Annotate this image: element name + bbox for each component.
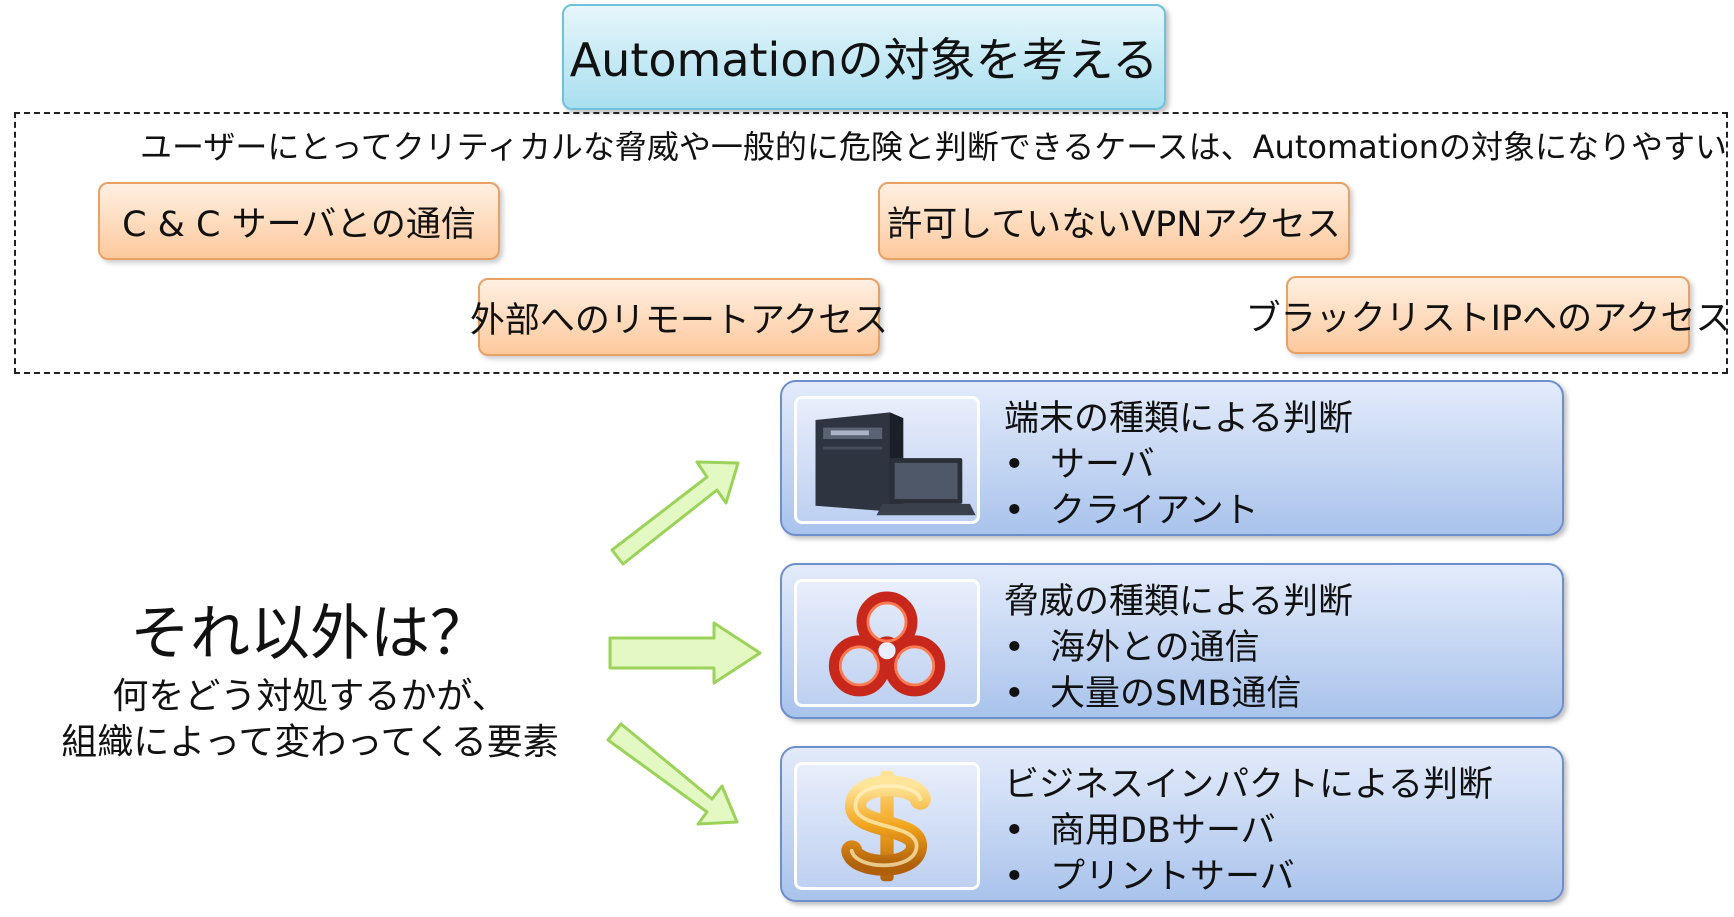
answer-line-1: 何をどう対処するかが、 — [112, 676, 508, 717]
card-threat-type: 脅威の種類による判断 • 海外との通信 • 大量のSMB通信 — [780, 563, 1564, 719]
card-device-type-item-2: • クライアント — [1004, 482, 1259, 533]
bullet: • — [1004, 811, 1025, 851]
case-blacklist-ip: ブラックリストIPへのアクセス — [1246, 276, 1730, 354]
card-business-impact-item-2: • プリントサーバ — [1004, 848, 1295, 899]
bullet: • — [1004, 857, 1025, 897]
case-cc-server: C & C サーバとの通信 — [98, 182, 500, 260]
card-device-type-item-2-text: クライアント — [1050, 491, 1259, 531]
other-cases-question: それ以外は？ — [130, 599, 490, 669]
card-business-impact-item-1: • 商用DBサーバ — [1004, 802, 1276, 853]
card-business-impact: ビジネスインパクトによる判断 • 商用DBサーバ • プリントサーバ — [780, 746, 1564, 902]
answer-line-2: 組織によって変わってくる要素 — [61, 722, 559, 763]
card-device-type-item-1: • サーバ — [1004, 436, 1155, 487]
card-device-type-item-1-text: サーバ — [1050, 445, 1155, 485]
card-threat-type-item-1-text: 海外との通信 — [1050, 628, 1260, 668]
case-unauthorized-vpn: 許可していないVPNアクセス — [878, 182, 1350, 260]
bullet: • — [1004, 491, 1025, 531]
card-device-type: 端末の種類による判断 • サーバ • クライアント — [780, 380, 1564, 536]
card-threat-type-heading: 脅威の種類による判断 — [1004, 582, 1353, 622]
card-business-impact-heading: ビジネスインパクトによる判断 — [1004, 765, 1493, 805]
arrow-down-right — [606, 722, 739, 826]
server-laptop-icon — [794, 396, 980, 524]
case-remote-access: 外部へのリモートアクセス — [470, 278, 888, 356]
automation-scope-caption: ユーザーにとってクリティカルな脅威や一般的に危険と判断できるケースは、Autom… — [140, 128, 1728, 166]
card-device-type-heading: 端末の種類による判断 — [1004, 399, 1353, 439]
card-business-impact-item-2-text: プリントサーバ — [1050, 857, 1295, 897]
arrow-right — [608, 621, 762, 685]
other-cases-answer: 何をどう対処するかが、 組織によって変わってくる要素 — [30, 674, 590, 766]
arrow-up-right — [610, 460, 740, 566]
bullet: • — [1004, 628, 1025, 668]
card-business-impact-item-1-text: 商用DBサーバ — [1050, 811, 1276, 851]
biohazard-icon — [794, 579, 980, 707]
bullet: • — [1004, 445, 1025, 485]
card-threat-type-item-2-text: 大量のSMB通信 — [1050, 674, 1302, 714]
bullet: • — [1004, 674, 1025, 714]
card-threat-type-item-2: • 大量のSMB通信 — [1004, 665, 1301, 716]
slide-title: Automationの対象を考える — [562, 4, 1166, 110]
automation-scope-box — [14, 112, 1728, 374]
card-threat-type-item-1: • 海外との通信 — [1004, 619, 1260, 670]
dollar-icon — [794, 762, 980, 890]
